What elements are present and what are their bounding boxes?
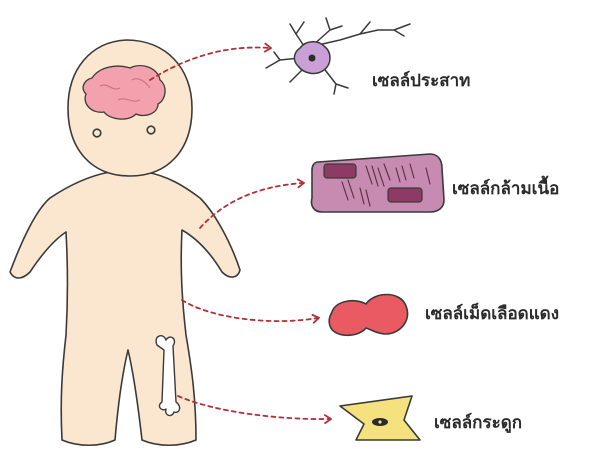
muscle-cell-icon xyxy=(311,154,444,212)
bone-cell-icon xyxy=(340,396,420,440)
label-bone-cell: เซลล์กระดูก xyxy=(434,409,522,436)
right-eye xyxy=(147,126,155,134)
left-eye xyxy=(93,129,101,137)
arrow-to-bone xyxy=(178,396,330,419)
label-muscle-cell: เซลล์กล้ามเนื้อ xyxy=(452,175,559,202)
red-blood-cell-icon xyxy=(329,295,407,336)
body-torso xyxy=(10,172,240,445)
brain-icon xyxy=(83,66,165,119)
label-nerve-cell: เซลล์ประสาท xyxy=(372,67,470,94)
human-figure xyxy=(10,40,240,445)
arrow-to-blood xyxy=(182,300,318,321)
label-red-blood-cell: เซลล์เม็ดเลือดแดง xyxy=(425,300,559,327)
